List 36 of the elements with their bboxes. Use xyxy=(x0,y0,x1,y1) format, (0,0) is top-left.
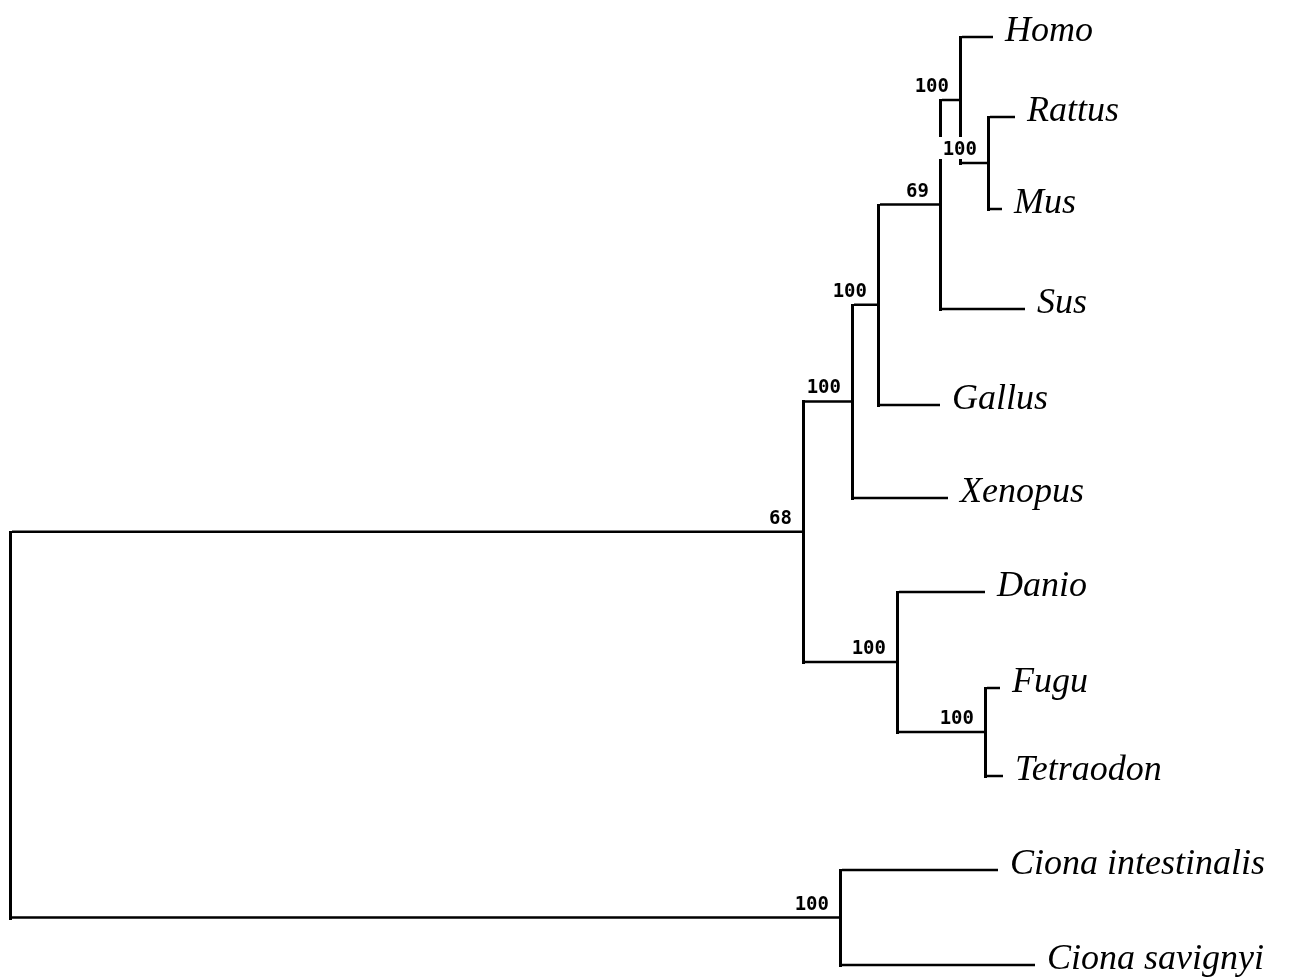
branch-line xyxy=(842,868,998,872)
branch-line xyxy=(12,916,839,919)
branch-line xyxy=(842,963,1035,967)
branch-line xyxy=(990,115,1015,119)
taxon-label: Homo xyxy=(993,9,1093,49)
branch-line xyxy=(899,590,985,594)
branch-line xyxy=(962,161,987,165)
branch-line xyxy=(805,660,896,664)
branch-line xyxy=(12,530,802,533)
taxon-label: Sus xyxy=(1025,281,1087,321)
branch-line xyxy=(880,403,940,407)
branch-line xyxy=(942,307,1025,311)
branch-node xyxy=(851,303,854,500)
taxon-label: Xenopus xyxy=(948,470,1084,510)
taxon-label: Fugu xyxy=(1000,660,1088,700)
branch-node xyxy=(839,869,842,967)
branch-node xyxy=(9,530,12,920)
branch-line xyxy=(899,730,984,734)
branch-node xyxy=(939,99,942,311)
taxon-label: Gallus xyxy=(940,377,1048,417)
branch-node xyxy=(987,116,990,211)
taxon-label: Mus xyxy=(1002,181,1076,221)
branch-line xyxy=(962,35,993,39)
branch-line xyxy=(854,303,877,306)
taxon-label: Danio xyxy=(985,564,1087,604)
branch-line xyxy=(805,400,851,403)
branch-node xyxy=(984,687,987,778)
branch-node xyxy=(896,591,899,734)
taxon-label: Tetraodon xyxy=(1003,748,1162,788)
branch-node xyxy=(877,203,880,407)
taxon-label: Ciona intestinalis xyxy=(998,842,1266,882)
branch-line xyxy=(880,203,939,206)
branch-node xyxy=(802,400,805,664)
taxon-label: Rattus xyxy=(1015,89,1119,129)
taxon-label: Ciona savignyi xyxy=(1035,937,1264,977)
branch-line xyxy=(854,496,948,500)
